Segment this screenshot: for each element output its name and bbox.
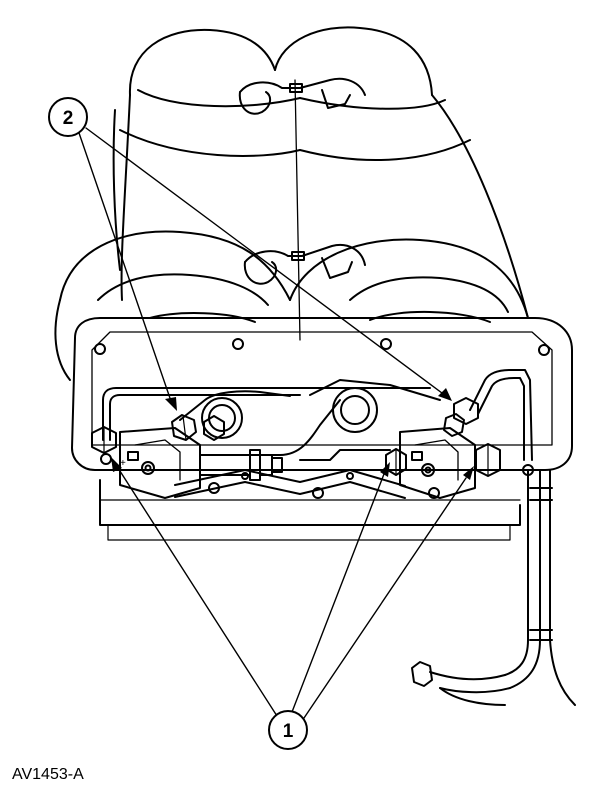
fitting-nut-left-upper (171, 414, 197, 441)
mounting-plate (71, 317, 573, 541)
left-valve-block: + (119, 427, 283, 499)
fitting-nut-right-outlet (475, 443, 501, 477)
right-valve-block (399, 427, 476, 499)
callout-1: 1 (268, 710, 308, 750)
tank-strap-upper (238, 77, 366, 115)
coiled-tube-left (201, 397, 243, 439)
callout-1-leaders (117, 467, 467, 719)
callout-2: 2 (48, 97, 88, 137)
tubing (102, 369, 533, 461)
hose-bundle (429, 469, 576, 706)
callout-2-label: 2 (63, 108, 74, 129)
fitting-nut-left (91, 426, 117, 454)
tank-strap-lower (243, 244, 366, 285)
arrowhead (165, 397, 177, 411)
fitting-nut-right-inlet (385, 448, 407, 476)
figure-id: AV1453-A (12, 766, 84, 783)
svg-text:+: + (120, 458, 126, 469)
coiled-tube-center (332, 387, 378, 433)
arrowhead (111, 457, 122, 472)
fitting-nut-right-upper (443, 397, 479, 437)
callout-2-leaders (77, 127, 447, 405)
arrowhead (380, 462, 390, 477)
fitting-nut-center-bolt (203, 415, 225, 441)
hose-end-fitting (411, 661, 433, 687)
arrowhead (438, 388, 452, 401)
arrowhead (463, 466, 474, 480)
callout-1-label: 1 (283, 721, 294, 742)
tank-assembly (54, 26, 529, 381)
